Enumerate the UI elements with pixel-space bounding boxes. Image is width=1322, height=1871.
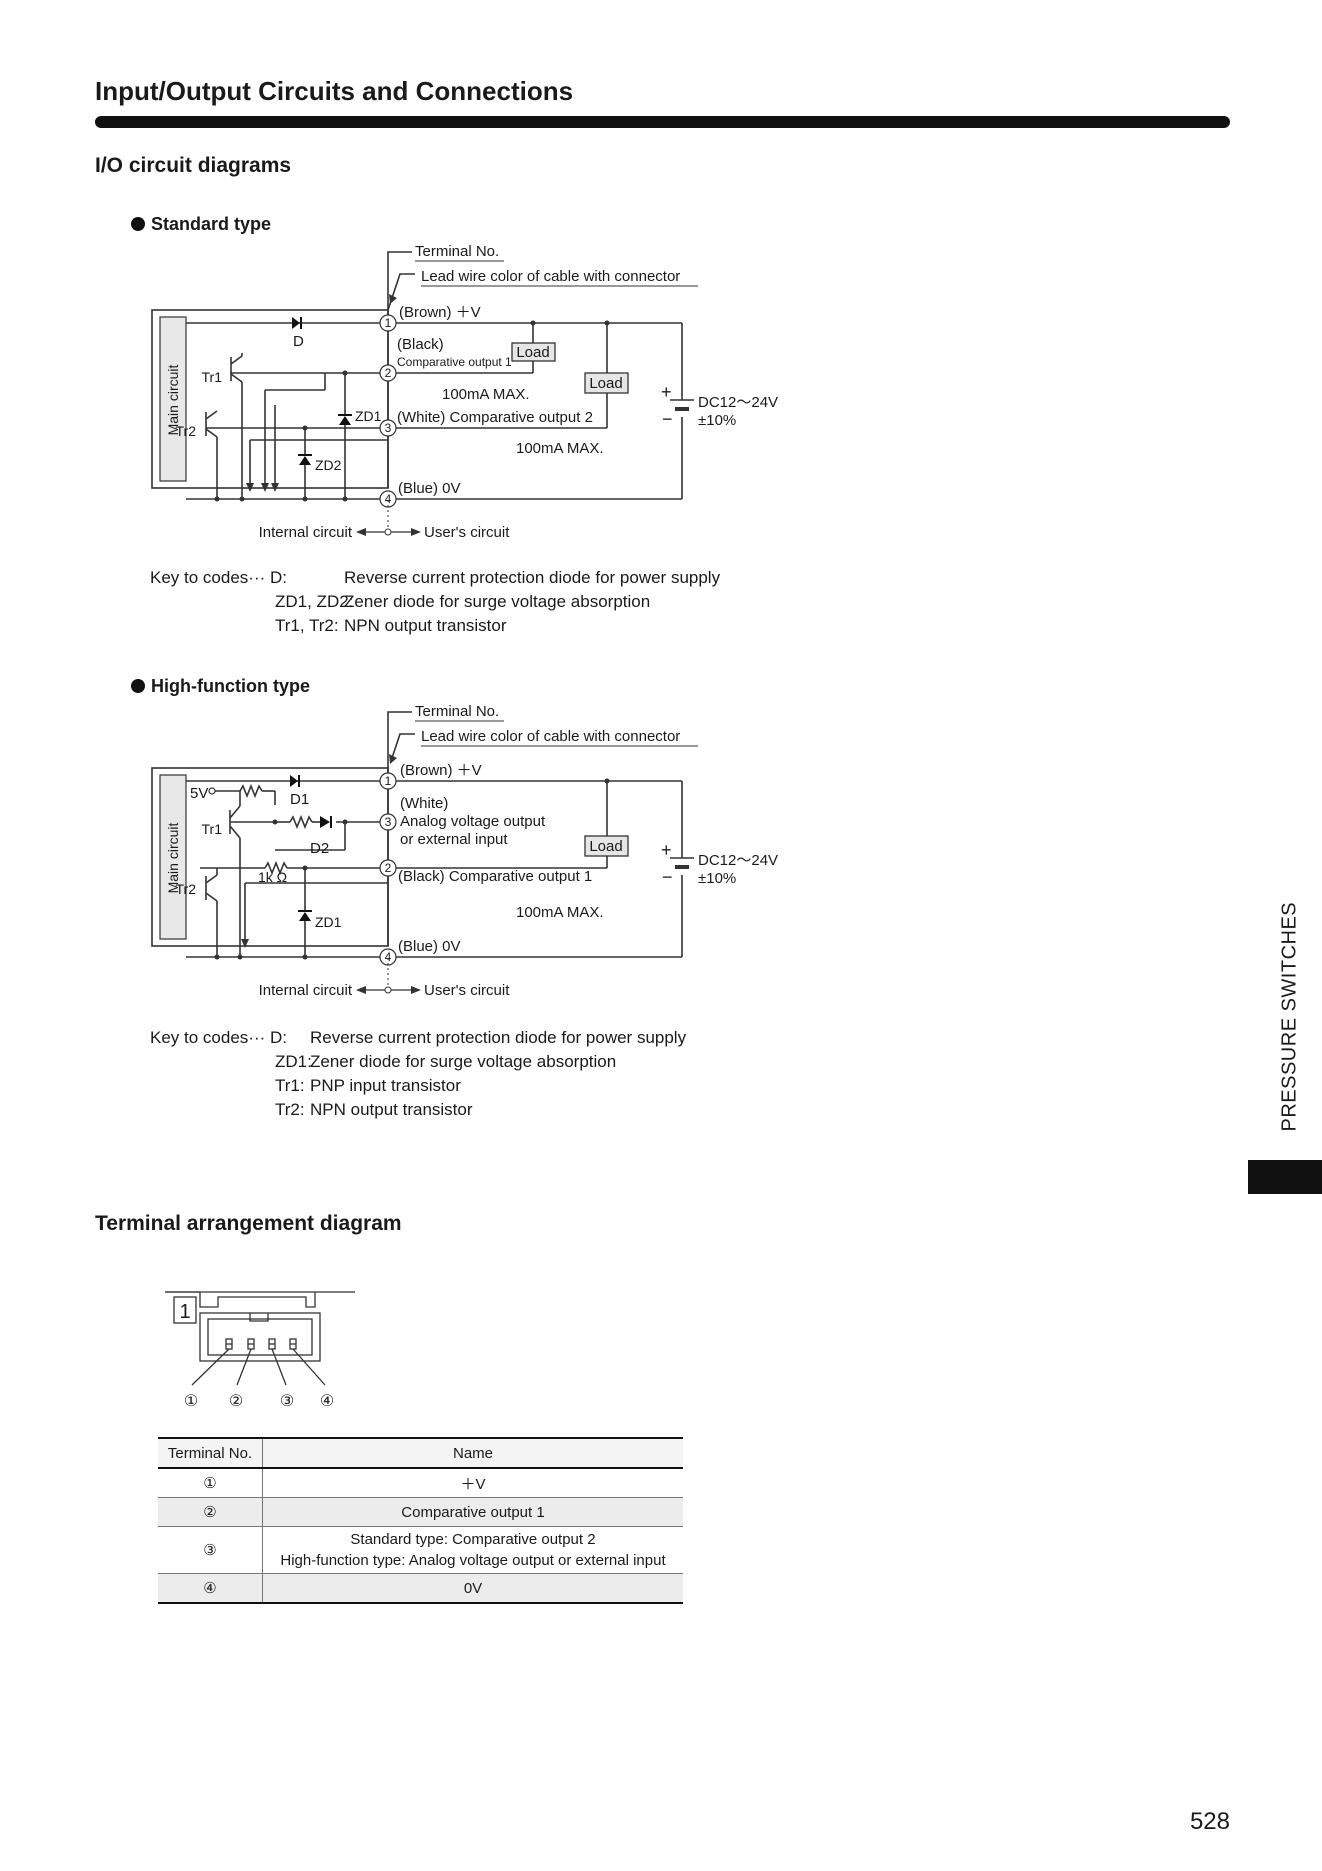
svg-text:(White) Comparative output 2: (White) Comparative output 2 [397, 409, 593, 426]
table-header-name: Name [262, 1437, 683, 1469]
svg-text:(Black): (Black) [397, 336, 444, 353]
svg-text:−: − [662, 867, 673, 887]
svg-text:ZD1: ZD1 [355, 408, 382, 424]
svg-text:(Brown) ＋V: (Brown) ＋V [400, 762, 482, 779]
standard-circuit-diagram: 1 2 3 4 Terminal No. Lead wire color of … [151, 243, 778, 541]
svg-text:Terminal No.: Terminal No. [415, 703, 499, 720]
svg-text:Internal circuit: Internal circuit [259, 524, 353, 541]
svg-text:D2: D2 [310, 840, 329, 857]
svg-text:D: D [293, 333, 304, 350]
svg-text:④: ④ [320, 1393, 334, 1410]
svg-text:D1: D1 [290, 791, 309, 808]
svg-text:③: ③ [280, 1393, 294, 1410]
svg-text:or external input: or external input [400, 831, 508, 848]
page-number: 528 [1189, 1808, 1230, 1835]
svg-text:2: 2 [385, 861, 392, 875]
table-row: ① ＋V [158, 1468, 683, 1498]
svg-text:1k Ω: 1k Ω [258, 869, 287, 885]
table-row: ④ 0V [158, 1573, 683, 1604]
svg-text:(Black) Comparative output 1: (Black) Comparative output 1 [398, 868, 592, 885]
table-row: ② Comparative output 1 [158, 1497, 683, 1527]
side-tab-marker [1248, 1160, 1322, 1194]
side-section-label: PRESSURE SWITCHES [1278, 901, 1301, 1132]
svg-text:(Blue) 0V: (Blue) 0V [398, 938, 461, 955]
svg-text:1: 1 [179, 1301, 190, 1323]
svg-text:3: 3 [385, 421, 392, 435]
svg-text:±10%: ±10% [698, 412, 736, 429]
standard-key-to-codes: Key to codes··· D: Reverse current prote… [150, 568, 721, 635]
svg-text:(White): (White) [400, 795, 448, 812]
svg-text:①: ① [184, 1393, 198, 1410]
svg-text:100mA MAX.: 100mA MAX. [442, 386, 530, 403]
connector-diagram: 1 ① ② ③ ④ [165, 1291, 355, 1410]
standard-type-heading: Standard type [131, 214, 271, 235]
svg-text:+: + [661, 382, 672, 402]
terminal-table: Terminal No. Name ① ＋V ② Comparative out… [158, 1437, 683, 1604]
svg-text:100mA MAX.: 100mA MAX. [516, 440, 604, 457]
svg-text:3: 3 [385, 815, 392, 829]
svg-text:+: + [661, 840, 672, 860]
svg-text:(Blue) 0V: (Blue) 0V [398, 480, 461, 497]
svg-text:Load: Load [589, 375, 622, 392]
svg-text:1: 1 [385, 316, 392, 330]
svg-text:DC12～24V: DC12～24V [698, 394, 778, 411]
svg-text:User's circuit: User's circuit [424, 524, 510, 541]
svg-text:Lead wire color of cable with: Lead wire color of cable with connector [421, 728, 680, 745]
svg-text:Tr2: Tr2 [176, 423, 197, 439]
svg-text:Comparative output 1: Comparative output 1 [397, 355, 512, 369]
section-terminal-heading: Terminal arrangement diagram [95, 1212, 402, 1235]
svg-text:1: 1 [385, 774, 392, 788]
svg-text:100mA MAX.: 100mA MAX. [516, 904, 604, 921]
svg-text:Load: Load [516, 344, 549, 361]
svg-text:4: 4 [385, 950, 392, 964]
svg-text:ZD2: ZD2 [315, 457, 342, 473]
high-function-type-heading: High-function type [131, 676, 310, 697]
svg-text:4: 4 [385, 492, 392, 506]
svg-text:Internal circuit: Internal circuit [259, 982, 353, 999]
svg-text:User's circuit: User's circuit [424, 982, 510, 999]
high-function-key-to-codes: Key to codes··· D: Reverse current prote… [150, 1028, 687, 1119]
svg-text:Main circuit: Main circuit [165, 364, 181, 435]
svg-text:ZD1: ZD1 [315, 914, 342, 930]
svg-text:Load: Load [589, 838, 622, 855]
high-function-circuit-diagram: 1 3 2 4 Terminal No. Lead wire color of … [151, 703, 778, 999]
svg-text:Main circuit: Main circuit [165, 822, 181, 893]
table-header-terminal-no: Terminal No. [158, 1437, 263, 1469]
svg-text:Terminal No.: Terminal No. [415, 243, 499, 260]
svg-text:Tr1: Tr1 [202, 821, 223, 837]
svg-text:2: 2 [385, 366, 392, 380]
svg-text:(Brown) ＋V: (Brown) ＋V [399, 304, 481, 321]
svg-text:±10%: ±10% [698, 870, 736, 887]
bullet-icon [131, 217, 145, 231]
svg-text:Analog voltage output: Analog voltage output [400, 813, 546, 830]
title-rule [95, 116, 1230, 128]
svg-text:−: − [662, 409, 673, 429]
svg-text:Tr1: Tr1 [202, 369, 223, 385]
svg-text:5V: 5V [190, 785, 208, 802]
svg-text:Tr2: Tr2 [176, 881, 197, 897]
bullet-icon [131, 679, 145, 693]
svg-text:DC12～24V: DC12～24V [698, 852, 778, 869]
page-title: Input/Output Circuits and Connections [95, 76, 574, 106]
table-row: ③ Standard type: Comparative output 2 Hi… [158, 1526, 683, 1574]
section-io-heading: I/O circuit diagrams [95, 154, 292, 177]
svg-text:Lead wire color of cable with: Lead wire color of cable with connector [421, 268, 680, 285]
svg-text:②: ② [229, 1393, 243, 1410]
